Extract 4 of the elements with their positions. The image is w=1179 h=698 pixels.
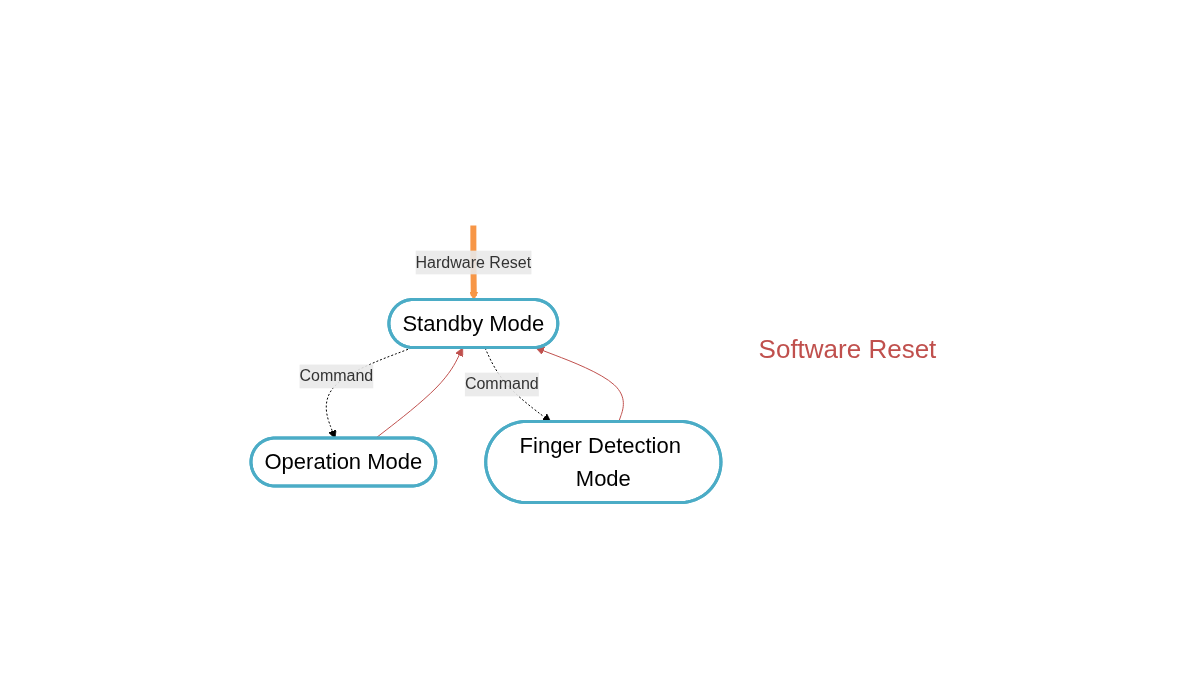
edge-label: Hardware Reset xyxy=(415,253,531,271)
edge-label: Command xyxy=(464,375,539,393)
edge-label: Command xyxy=(299,367,373,385)
note-text: Software Reset xyxy=(758,333,937,365)
